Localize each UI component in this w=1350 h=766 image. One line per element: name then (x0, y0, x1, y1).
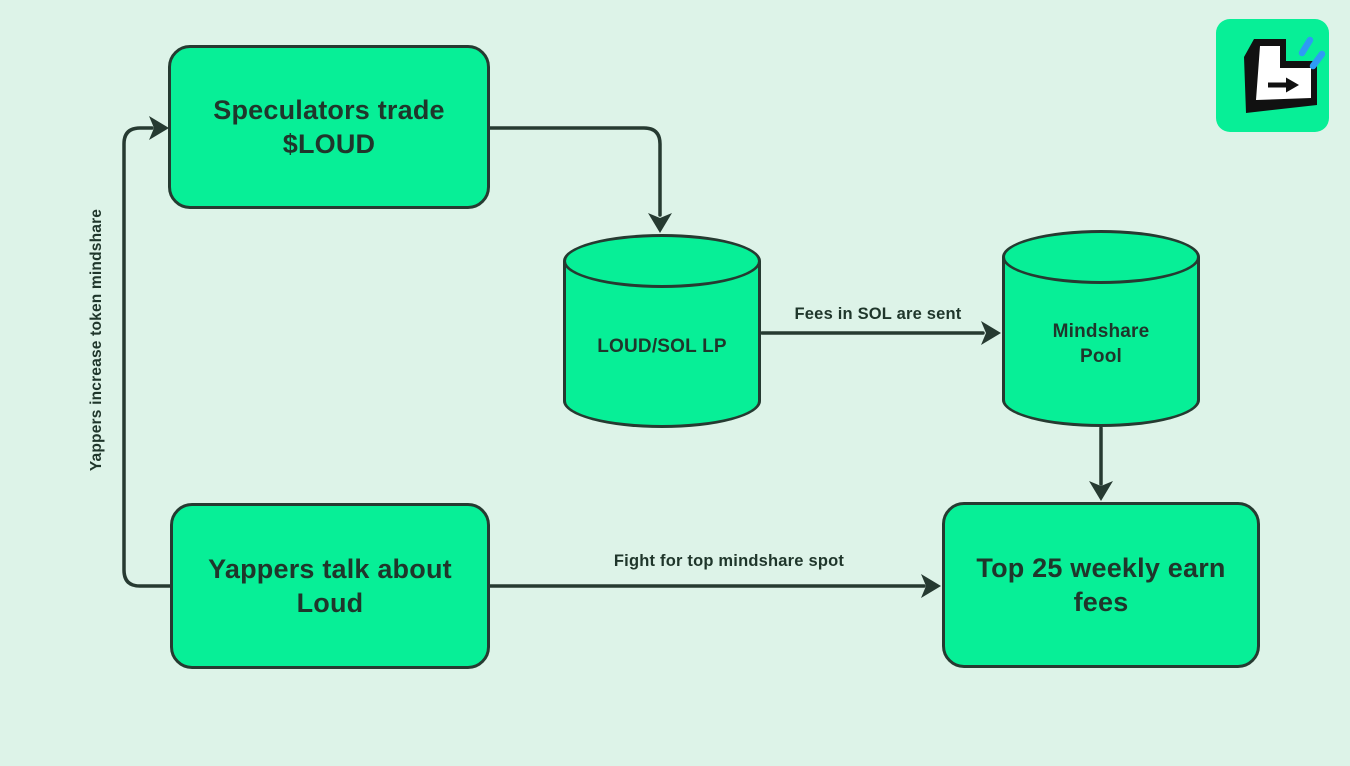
edge-yappers-to-top25 (488, 574, 941, 598)
edge-pool-to-top25 (1089, 426, 1113, 501)
node-label-line: LOUD/SOL LP (597, 336, 727, 358)
node-loud-sol-lp-cylinder: LOUD/SOL LP (563, 234, 761, 428)
edge-lp-to-mindshare-pool (760, 321, 1001, 345)
cylinder-top-ellipse (1002, 230, 1200, 284)
enter-key-icon (1244, 36, 1326, 113)
edge-label-fees-in-sol: Fees in SOL are sent (794, 305, 962, 323)
node-top25-weekly-earn-fees: Top 25 weekly earn fees (942, 502, 1260, 668)
cylinder-body (1002, 257, 1200, 427)
node-label-line: Pool (1080, 346, 1122, 367)
node-label-line: Loud (296, 588, 364, 618)
node-label-line: Yappers talk about (208, 553, 452, 584)
loud-logo (1216, 19, 1329, 132)
edge-yappers-to-speculators (122, 116, 172, 588)
node-label-line: Top 25 weekly earn (976, 552, 1226, 583)
edge-label-fight-for-mindshare: Fight for top mindshare spot (613, 552, 845, 570)
node-yappers-talk-about-loud: Yappers talk about Loud (170, 503, 490, 669)
edge-speculators-to-lp (488, 126, 672, 233)
node-label-line: $LOUD (282, 129, 376, 159)
node-label-line: Mindshare (1052, 321, 1150, 343)
cylinder-body (563, 261, 761, 428)
cylinder-top-ellipse (563, 234, 761, 288)
node-mindshare-pool-cylinder: Mindshare Pool (1002, 230, 1200, 427)
node-label-line: fees (1073, 587, 1129, 617)
node-label-line: Speculators trade (213, 94, 445, 125)
edge-label-yappers-increase-mindshare: Yappers increase token mindshare (88, 208, 105, 472)
node-speculators-trade-loud: Speculators trade $LOUD (168, 45, 490, 209)
